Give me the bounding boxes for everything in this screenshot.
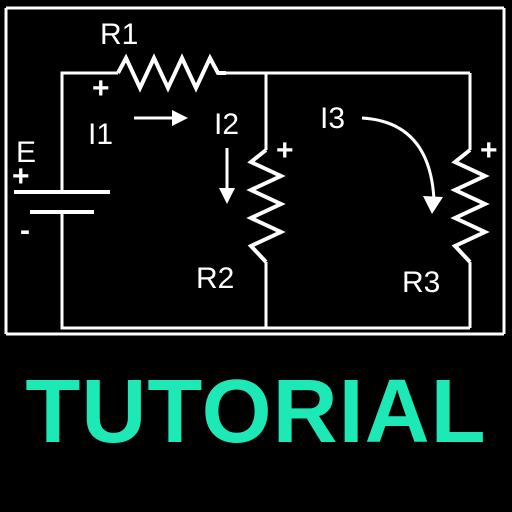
current-arrow-i3 [361,116,443,214]
resistor-r1 [116,53,226,93]
tutorial-banner: TUTORIAL [25,362,487,462]
r2-plus-sign: + [276,134,294,167]
label-r1: R1 [100,18,138,51]
label-i1: I1 [88,118,113,151]
battery-symbol [14,190,110,214]
r1-plus-sign: + [92,72,110,105]
current-arrow-i2 [219,148,235,204]
circuit-diagram: R1 R2 R3 E I1 I2 I3 + + + + - [4,6,506,336]
r3-plus-sign: + [480,134,498,167]
label-r2: R2 [196,262,234,295]
frame [4,6,506,336]
current-arrow-i1 [134,110,188,126]
wire-bottom [60,214,470,330]
resistor-r3 [450,148,490,264]
label-i3: I3 [320,102,345,135]
label-e: E [16,136,36,169]
wire-left-top [60,71,118,190]
e-minus-sign: - [20,214,30,247]
circuit-wires [60,71,472,330]
label-i2: I2 [214,108,239,141]
resistor-r2 [246,148,286,264]
label-r3: R3 [402,266,440,299]
e-plus-sign: + [12,160,30,193]
